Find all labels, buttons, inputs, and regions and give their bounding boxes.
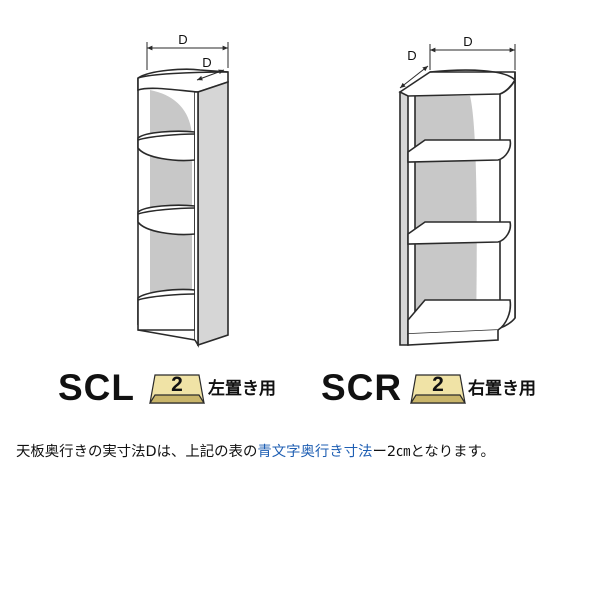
note-text-before: 天板奥行きの実寸法Dは、上記の表の (16, 444, 258, 460)
scl-shelf-drawing (137, 68, 229, 348)
scl-badge-number: 2 (171, 373, 183, 396)
scr-depth-label-top: D (463, 34, 472, 49)
scr-side-panel (399, 91, 409, 346)
scr-spec-badge: 2 (410, 373, 466, 405)
note-highlight: 青文字奥行き寸法 (257, 444, 373, 460)
scl-dimensions (146, 42, 229, 81)
note-text-after: ー2㎝となります。 (372, 444, 495, 460)
scl-model-name: SCL (58, 367, 135, 408)
scl-side-panel (197, 80, 229, 347)
scr-bottom-board (407, 299, 512, 335)
scr-badge-number: 2 (432, 373, 444, 396)
scl-depth-label-side: D (202, 55, 211, 70)
depth-note: 天板奥行きの実寸法Dは、上記の表の青文字奥行き寸法ー2㎝となります。 (16, 442, 596, 462)
scr-right-face (499, 79, 516, 330)
scr-shelf-drawing (398, 69, 516, 346)
scr-depth-label-side: D (407, 48, 416, 63)
scr-top-board (398, 71, 516, 97)
shelf-diagram: D D D D (137, 32, 516, 348)
scl-placement-label: 左置き用 (208, 379, 276, 399)
scl-spec-badge: 2 (149, 373, 205, 405)
scr-shelf-2 (407, 221, 512, 245)
scl-depth-label-top: D (178, 32, 187, 47)
scr-shelf-1 (407, 139, 512, 163)
scr-dimensions (399, 44, 516, 89)
scr-model-name: SCR (321, 367, 403, 408)
scr-inner-shadow (415, 96, 477, 330)
scr-placement-label: 右置き用 (468, 379, 536, 399)
